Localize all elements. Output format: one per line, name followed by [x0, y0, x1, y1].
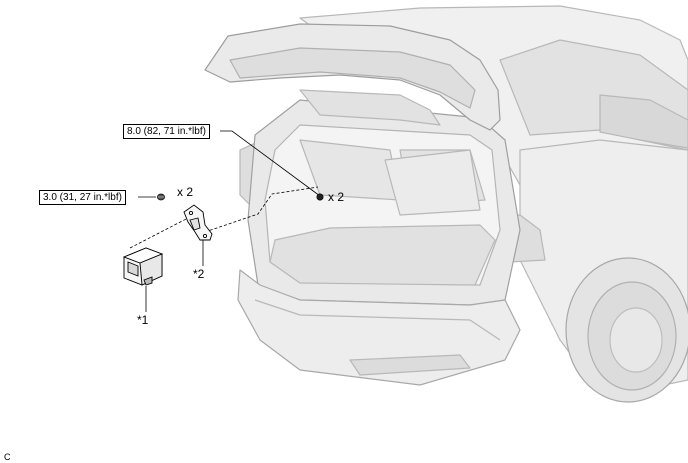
- mount-dashed-line: [204, 186, 319, 233]
- screw-icon: [157, 193, 165, 201]
- torque-callout-screw: 3.0 (31, 27 in.*lbf): [39, 190, 126, 205]
- figure-code: C: [4, 452, 11, 462]
- torque-callout-1-leader: [220, 130, 321, 197]
- part-label-1: *1: [137, 313, 149, 327]
- ecu-module-part: [122, 247, 164, 286]
- vehicle-illustration: [204, 5, 688, 403]
- screw-quantity-label: x 2: [177, 185, 194, 199]
- ecu-dashed-line: [129, 217, 189, 249]
- bracket-part: [183, 204, 213, 241]
- bolt-icon: [316, 193, 324, 201]
- bolt-quantity-label: x 2: [328, 190, 345, 204]
- torque-callout-bolt: 8.0 (82, 71 in.*lbf): [123, 124, 210, 139]
- leader-lines: [129, 130, 321, 312]
- part-label-2: *2: [193, 267, 205, 281]
